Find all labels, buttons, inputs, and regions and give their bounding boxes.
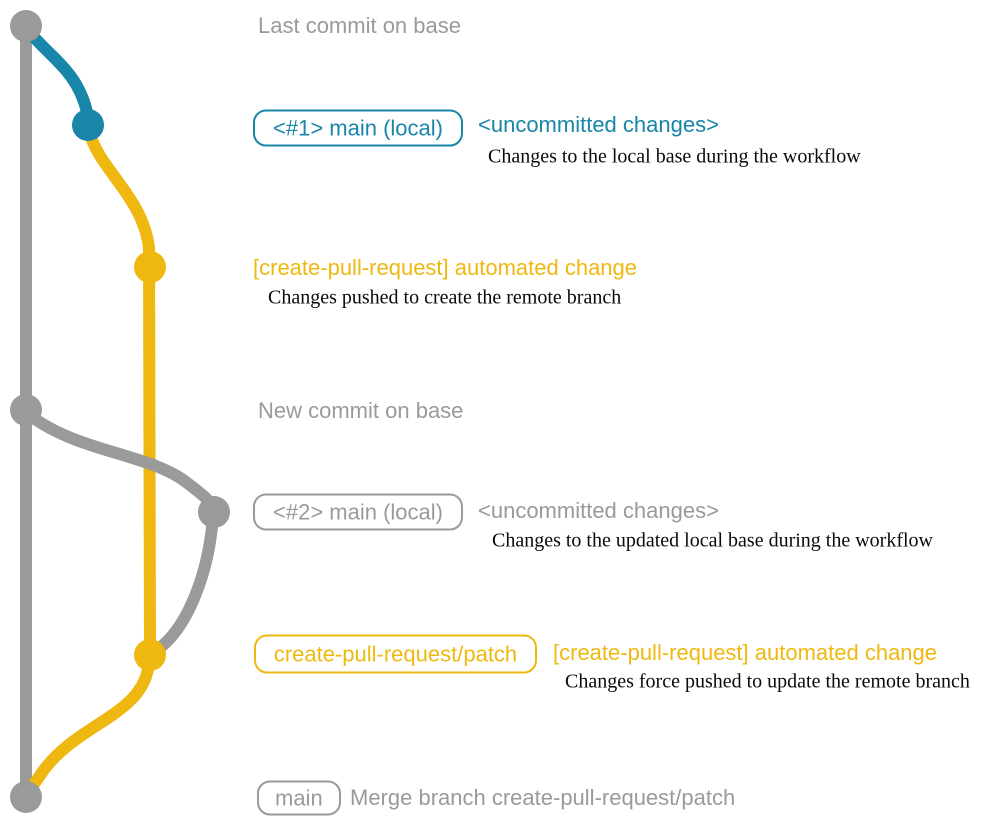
note-local-base-changes-1: Changes to the local base during the wor… (488, 145, 861, 168)
heading-new-commit-on-base: New commit on base (258, 398, 464, 423)
note-pushed-to-create-branch: Changes pushed to create the remote bran… (268, 286, 622, 309)
heading-last-commit-on-base: Last commit on base (258, 13, 461, 38)
local-to-pr-branch-line (151, 510, 219, 656)
local-main-branch-line-1 (21, 23, 93, 118)
branch-label-main-local-2: <#2> main (local) (253, 493, 463, 531)
commit-node-pr-2 (134, 639, 166, 671)
base-to-local-branch-line-2 (21, 407, 219, 515)
commit-node-base-1 (10, 10, 42, 42)
commit-node-merge (10, 781, 42, 813)
branch-label-main-local-1-text: <#1> main (local) (273, 115, 443, 140)
commit-node-local-1 (72, 109, 104, 141)
pr-branch-line (83, 124, 156, 654)
pr-merge-line (21, 655, 155, 800)
commit-title-automated-change-1: [create-pull-request] automated change (253, 255, 638, 280)
commit-node-local-2 (198, 496, 230, 528)
branch-label-create-pull-request-patch-text: create-pull-request/patch (273, 641, 518, 666)
status-uncommitted-changes-1: <uncommitted changes> (478, 112, 719, 137)
commit-node-base-2 (10, 394, 42, 426)
commit-node-pr-1 (134, 251, 166, 283)
commit-title-automated-change-2: [create-pull-request] automated change (553, 640, 938, 665)
branch-label-main: main (257, 780, 341, 816)
branch-label-create-pull-request-patch: create-pull-request/patch (254, 634, 537, 674)
commit-title-merge-branch: Merge branch create-pull-request/patch (350, 785, 736, 810)
branch-label-main-text: main (275, 785, 323, 810)
note-force-pushed-to-update-branch: Changes force pushed to update the remot… (565, 670, 970, 693)
branch-label-main-local-2-text: <#2> main (local) (273, 499, 443, 524)
note-local-base-changes-2: Changes to the updated local base during… (492, 529, 933, 552)
branch-label-main-local-1: <#1> main (local) (253, 109, 463, 147)
status-uncommitted-changes-2: <uncommitted changes> (478, 498, 719, 523)
